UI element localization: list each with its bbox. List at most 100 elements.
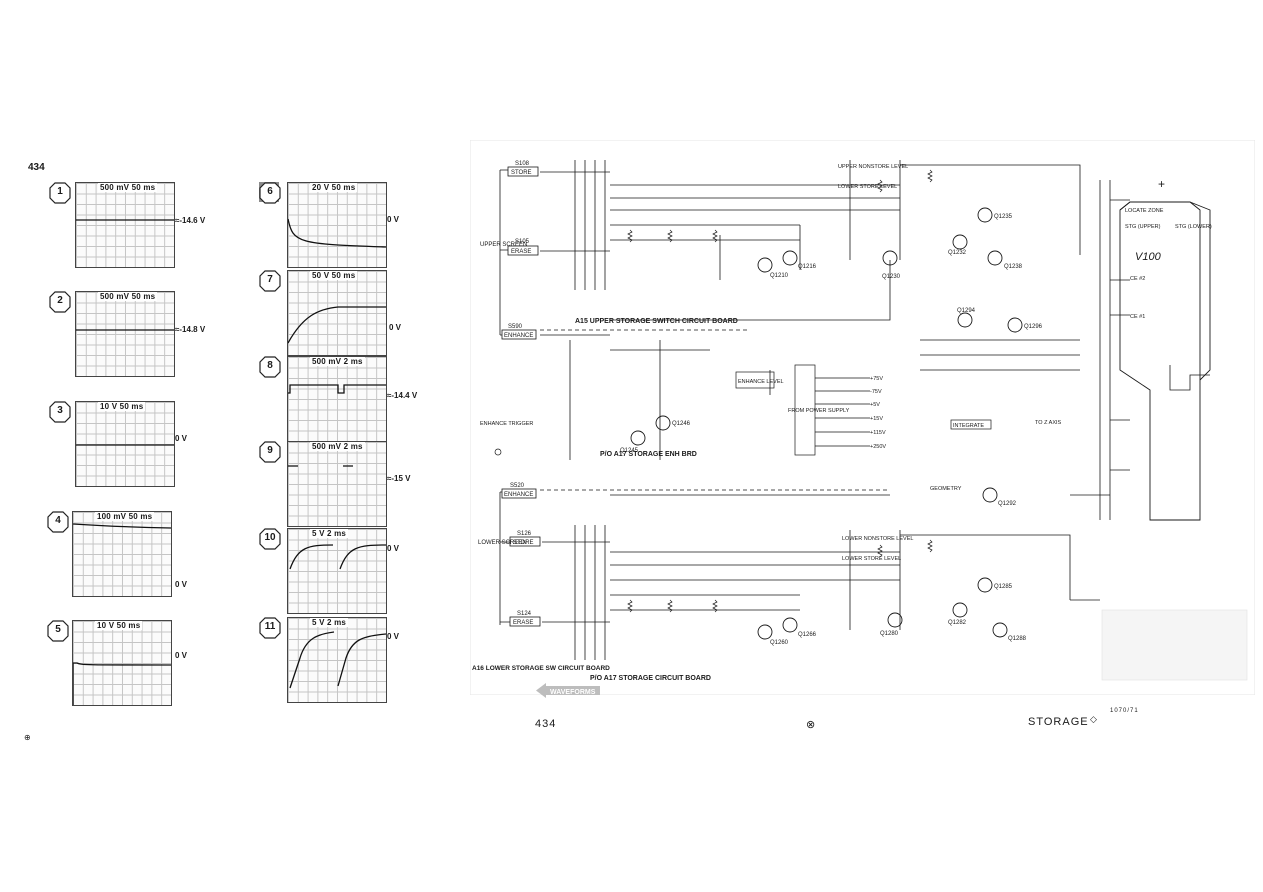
waveform-5-graticule: 10 V 50 ms <box>72 620 172 706</box>
s520-label: S520 <box>510 483 525 489</box>
crt-upper-label: STG (UPPER) <box>1125 224 1161 230</box>
svg-text:Q1245: Q1245 <box>620 448 639 454</box>
waveform-10-trace <box>289 544 386 570</box>
waveform-1-level: ≈-14.6 V <box>175 216 206 225</box>
waveform-number: 8 <box>267 360 273 371</box>
waveform-4-calibration: 100 mV 50 ms <box>95 512 155 521</box>
waveform-5-trace <box>73 662 171 705</box>
waveform-8-calibration: 500 mV 2 ms <box>310 357 365 366</box>
waveform-11-trace <box>289 631 386 689</box>
waveform-5-calibration: 10 V 50 ms <box>95 621 143 630</box>
a16-board-label: A16 LOWER STORAGE SW CIRCUIT BOARD <box>472 665 610 672</box>
svg-text:Q1235: Q1235 <box>994 214 1013 220</box>
svg-text:Q1285: Q1285 <box>994 584 1013 590</box>
a17-lower-label: P/O A17 STORAGE CIRCUIT BOARD <box>590 675 711 682</box>
waveform-number: 4 <box>55 515 61 526</box>
svg-text:+5V: +5V <box>870 402 880 408</box>
waveform-10-badge: 10 <box>259 528 281 550</box>
waveform-8-level: ≈-14.4 V <box>387 391 418 400</box>
svg-text:Q1294: Q1294 <box>957 308 976 314</box>
svg-text:Q1282: Q1282 <box>948 620 967 626</box>
footer-rev-icon: ⊗ <box>806 719 817 731</box>
lower-store-level-label: LOWER STORE LEVEL <box>842 556 901 562</box>
integrate-label: INTEGRATE <box>953 423 984 429</box>
s108-label: S108 <box>515 161 530 167</box>
waveform-2-calibration: 500 mV 50 ms <box>98 292 158 301</box>
from-power-supply-label: FROM POWER SUPPLY <box>788 408 850 414</box>
erase-upper-label: ERASE <box>511 249 531 255</box>
to-z-axis-label: TO Z AXIS <box>1035 420 1062 426</box>
waveform-number: 7 <box>267 274 273 285</box>
s105-label: S105 <box>515 239 530 245</box>
svg-text:Q1246: Q1246 <box>672 421 691 427</box>
svg-text:+75V: +75V <box>870 376 883 382</box>
waveform-10-calibration: 5 V 2 ms <box>310 529 349 538</box>
erase-lower-box <box>509 616 541 627</box>
svg-text:Q1232: Q1232 <box>948 250 967 256</box>
store-upper-box <box>507 166 539 177</box>
enhance-upper-label: ENHANCE <box>504 333 533 339</box>
waveform-6-badge: 6 <box>259 182 281 204</box>
waveform-6-level: 0 V <box>387 215 400 224</box>
s126-label: S126 <box>517 531 532 537</box>
waveform-2-graticule: 500 mV 50 ms <box>75 291 175 377</box>
ce1-label: CE #1 <box>1130 314 1145 320</box>
waveform-10-level: 0 V <box>387 544 400 553</box>
svg-text:Q1238: Q1238 <box>1004 264 1023 270</box>
enhance-level-label: ENHANCE LEVEL <box>738 379 784 385</box>
waveforms-tab[interactable]: WAVEFORMS <box>536 683 600 698</box>
svg-text:-75V: -75V <box>870 389 882 395</box>
lower-screen-label: LOWER SCREEN <box>478 540 527 546</box>
waveform-3-graticule: 10 V 50 ms <box>75 401 175 487</box>
waveform-9-badge: 9 <box>259 441 281 463</box>
geometry-label: GEOMETRY <box>930 486 962 492</box>
waveform-number: 3 <box>57 405 63 416</box>
svg-text:Q1280: Q1280 <box>880 631 899 637</box>
s124-label: S124 <box>517 611 532 617</box>
waveform-9-level: ≈-15 V <box>387 474 411 483</box>
store-lower-label: STORE <box>513 540 534 546</box>
waveform-7-badge: 7 <box>259 270 281 292</box>
footer-diamond-icon: ◇ <box>1090 714 1098 724</box>
waveform-8-trace <box>288 384 386 394</box>
upper-screen-label: UPPER SCREEN <box>480 242 527 248</box>
footer-page-number: 434 <box>535 718 557 730</box>
waveform-3-badge: 3 <box>49 401 71 423</box>
waveform-4-badge: 4 <box>47 511 69 533</box>
s590-label: S590 <box>508 324 523 330</box>
registration-mark: ⊕ <box>24 733 31 742</box>
a15-board-label: A15 UPPER STORAGE SWITCH CIRCUIT BOARD <box>575 318 738 325</box>
store-lower-box <box>509 536 541 547</box>
waveform-7-graticule: 50 V 50 ms <box>287 270 387 356</box>
erase-lower-label: ERASE <box>513 620 533 626</box>
waveform-9-graticule: 500 mV 2 ms <box>287 441 387 527</box>
waveform-number: 6 <box>267 186 273 197</box>
waveform-6-calibration: 20 V 50 ms <box>310 183 358 192</box>
waveforms-tab-label: WAVEFORMS <box>550 689 596 696</box>
waveform-number: 5 <box>55 624 61 635</box>
waveform-2-badge: 2 <box>49 291 71 313</box>
waveform-3-calibration: 10 V 50 ms <box>98 402 146 411</box>
waveform-8-badge: 8 <box>259 356 281 378</box>
waveform-6-graticule: 20 V 50 ms <box>287 182 387 268</box>
waveform-4-level: 0 V <box>175 580 188 589</box>
locate-zone-label: LOCATE ZONE <box>1125 208 1164 214</box>
svg-text:Q1230: Q1230 <box>882 274 901 280</box>
svg-text:Q1260: Q1260 <box>770 640 789 646</box>
ce2-label: CE #2 <box>1130 276 1145 282</box>
waveform-number: 11 <box>264 621 276 632</box>
waveform-number: 1 <box>57 186 63 197</box>
waveform-11-badge: 11 <box>259 617 281 639</box>
svg-text:Q1210: Q1210 <box>770 273 789 279</box>
svg-text:Q1292: Q1292 <box>998 501 1017 507</box>
crt-outline <box>1119 201 1201 521</box>
crt-label: V100 <box>1135 251 1162 263</box>
lower-nonstore-label: LOWER NONSTORE LEVEL <box>842 536 913 542</box>
waveform-11-level: 0 V <box>387 632 400 641</box>
enhance-trigger-label: ENHANCE TRIGGER <box>480 421 533 427</box>
waveform-11-graticule: 5 V 2 ms <box>287 617 387 703</box>
svg-text:Q1288: Q1288 <box>1008 636 1027 642</box>
lower-store-upper-label: LOWER STORE LEVEL <box>838 184 897 190</box>
svg-text:Q1266: Q1266 <box>798 632 817 638</box>
svg-text:+250V: +250V <box>870 444 886 450</box>
